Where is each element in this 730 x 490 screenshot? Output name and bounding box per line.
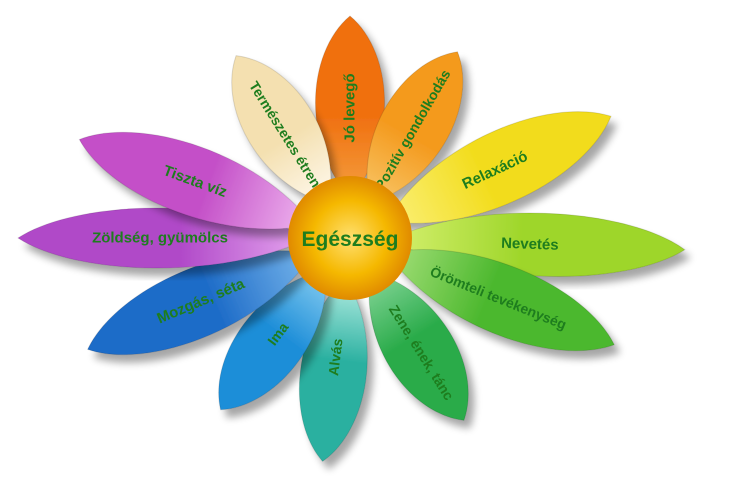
petal-shape bbox=[368, 271, 469, 421]
petal-label-zoldseg-gyumolcs: Zöldség, gyümölcs bbox=[92, 230, 228, 247]
petal-jo-levego: Jó levegő bbox=[315, 15, 385, 199]
petal-shape bbox=[78, 131, 314, 230]
center-disc bbox=[288, 176, 412, 300]
petal-shape bbox=[366, 51, 464, 204]
center-label: Egészség bbox=[302, 228, 399, 251]
petal-tiszta-viz: Tiszta víz bbox=[78, 131, 314, 230]
petal-label-alvas: Alvás bbox=[325, 337, 345, 376]
flower-center: Egészség bbox=[288, 176, 412, 300]
petal-shape bbox=[385, 111, 612, 224]
petal-relaxacio: Relaxáció bbox=[385, 111, 612, 224]
petal-ima: Ima bbox=[218, 269, 327, 411]
petal-label-nevetes: Nevetés bbox=[501, 235, 559, 254]
petal-label-jo-levego: Jó levegő bbox=[342, 73, 359, 142]
petal-shape bbox=[231, 55, 332, 205]
petal-shape bbox=[386, 249, 615, 352]
